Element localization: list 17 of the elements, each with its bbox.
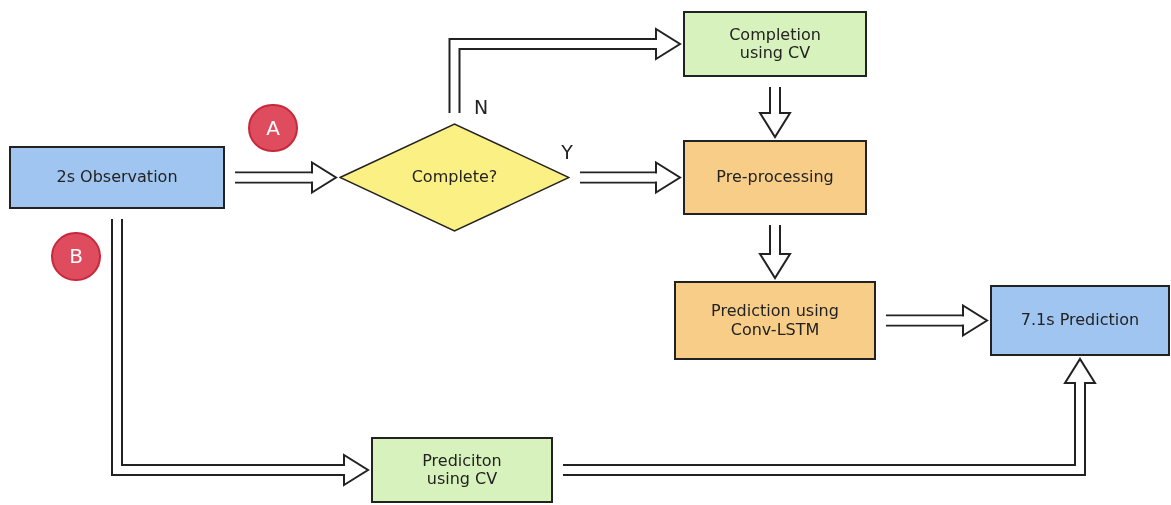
edge-label: N xyxy=(472,97,490,117)
process-box xyxy=(674,281,876,360)
node-label: Completion using CV xyxy=(728,25,822,63)
node-label: Prediciton using CV xyxy=(421,451,503,489)
edge-label: Y xyxy=(560,142,574,162)
node-label: Complete? xyxy=(411,168,498,187)
process-box xyxy=(683,11,867,77)
node-label: Pre-processing xyxy=(716,168,834,187)
process-box xyxy=(683,140,867,215)
node-label: A xyxy=(266,116,280,140)
node-label: 7.1s Prediction xyxy=(1020,311,1140,330)
node-label: 2s Observation xyxy=(56,168,178,187)
process-box xyxy=(990,285,1170,356)
node-label: Prediction using Conv-LSTM xyxy=(710,302,840,339)
node-label: B xyxy=(69,245,83,268)
process-box xyxy=(371,437,553,503)
process-box xyxy=(9,146,225,209)
